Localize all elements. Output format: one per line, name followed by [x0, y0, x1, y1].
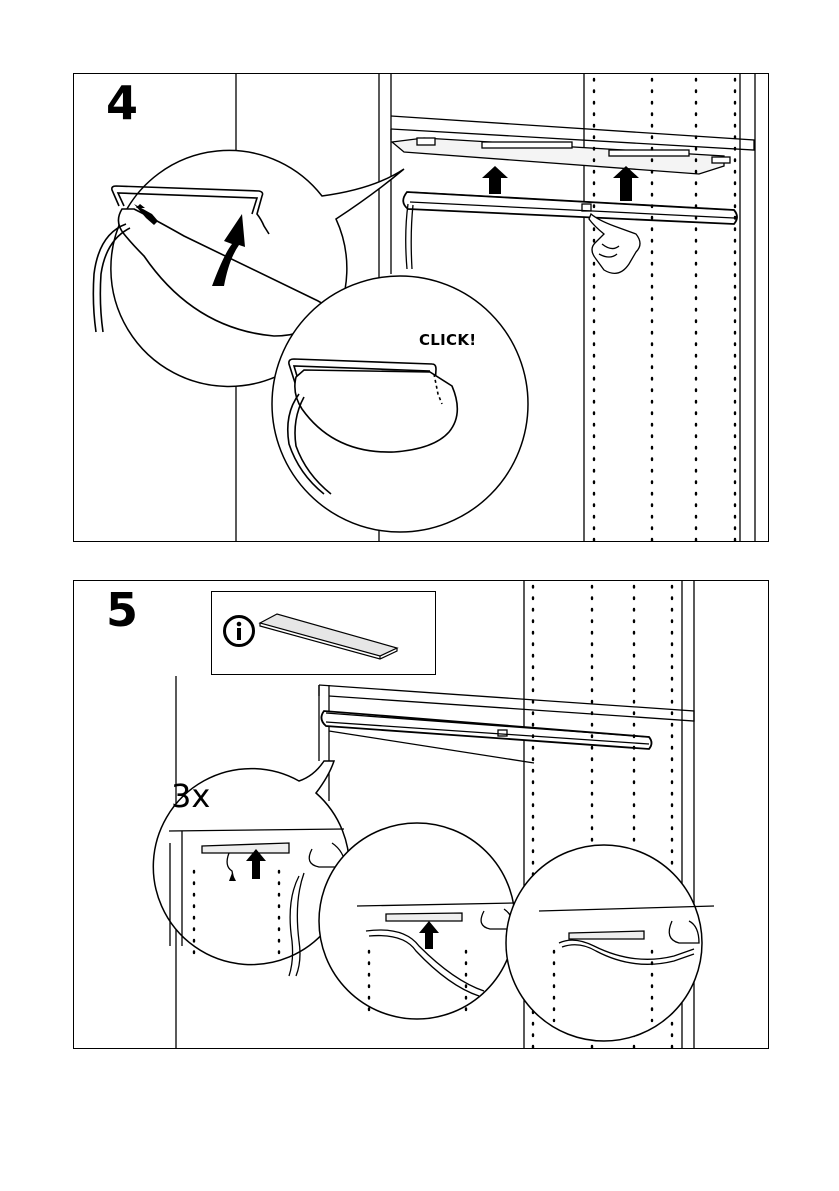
step-number: 5 [106, 587, 138, 633]
info-box [211, 591, 436, 675]
power-cable [406, 204, 408, 269]
repeat-count-label: 3x [171, 777, 210, 815]
click-callout: CLICK! [419, 331, 476, 349]
detail-circle-cable-clip-3 [506, 845, 702, 1041]
step-5-panel: 5 3x [73, 580, 769, 1049]
step-number: 4 [106, 80, 138, 126]
step-4-illustration [74, 74, 769, 542]
step-4-panel: 4 CLICK! [73, 73, 769, 542]
pointing-hand-icon [589, 214, 640, 273]
cover-strip-illustration [212, 592, 437, 676]
push-up-arrow-icon [482, 166, 639, 201]
